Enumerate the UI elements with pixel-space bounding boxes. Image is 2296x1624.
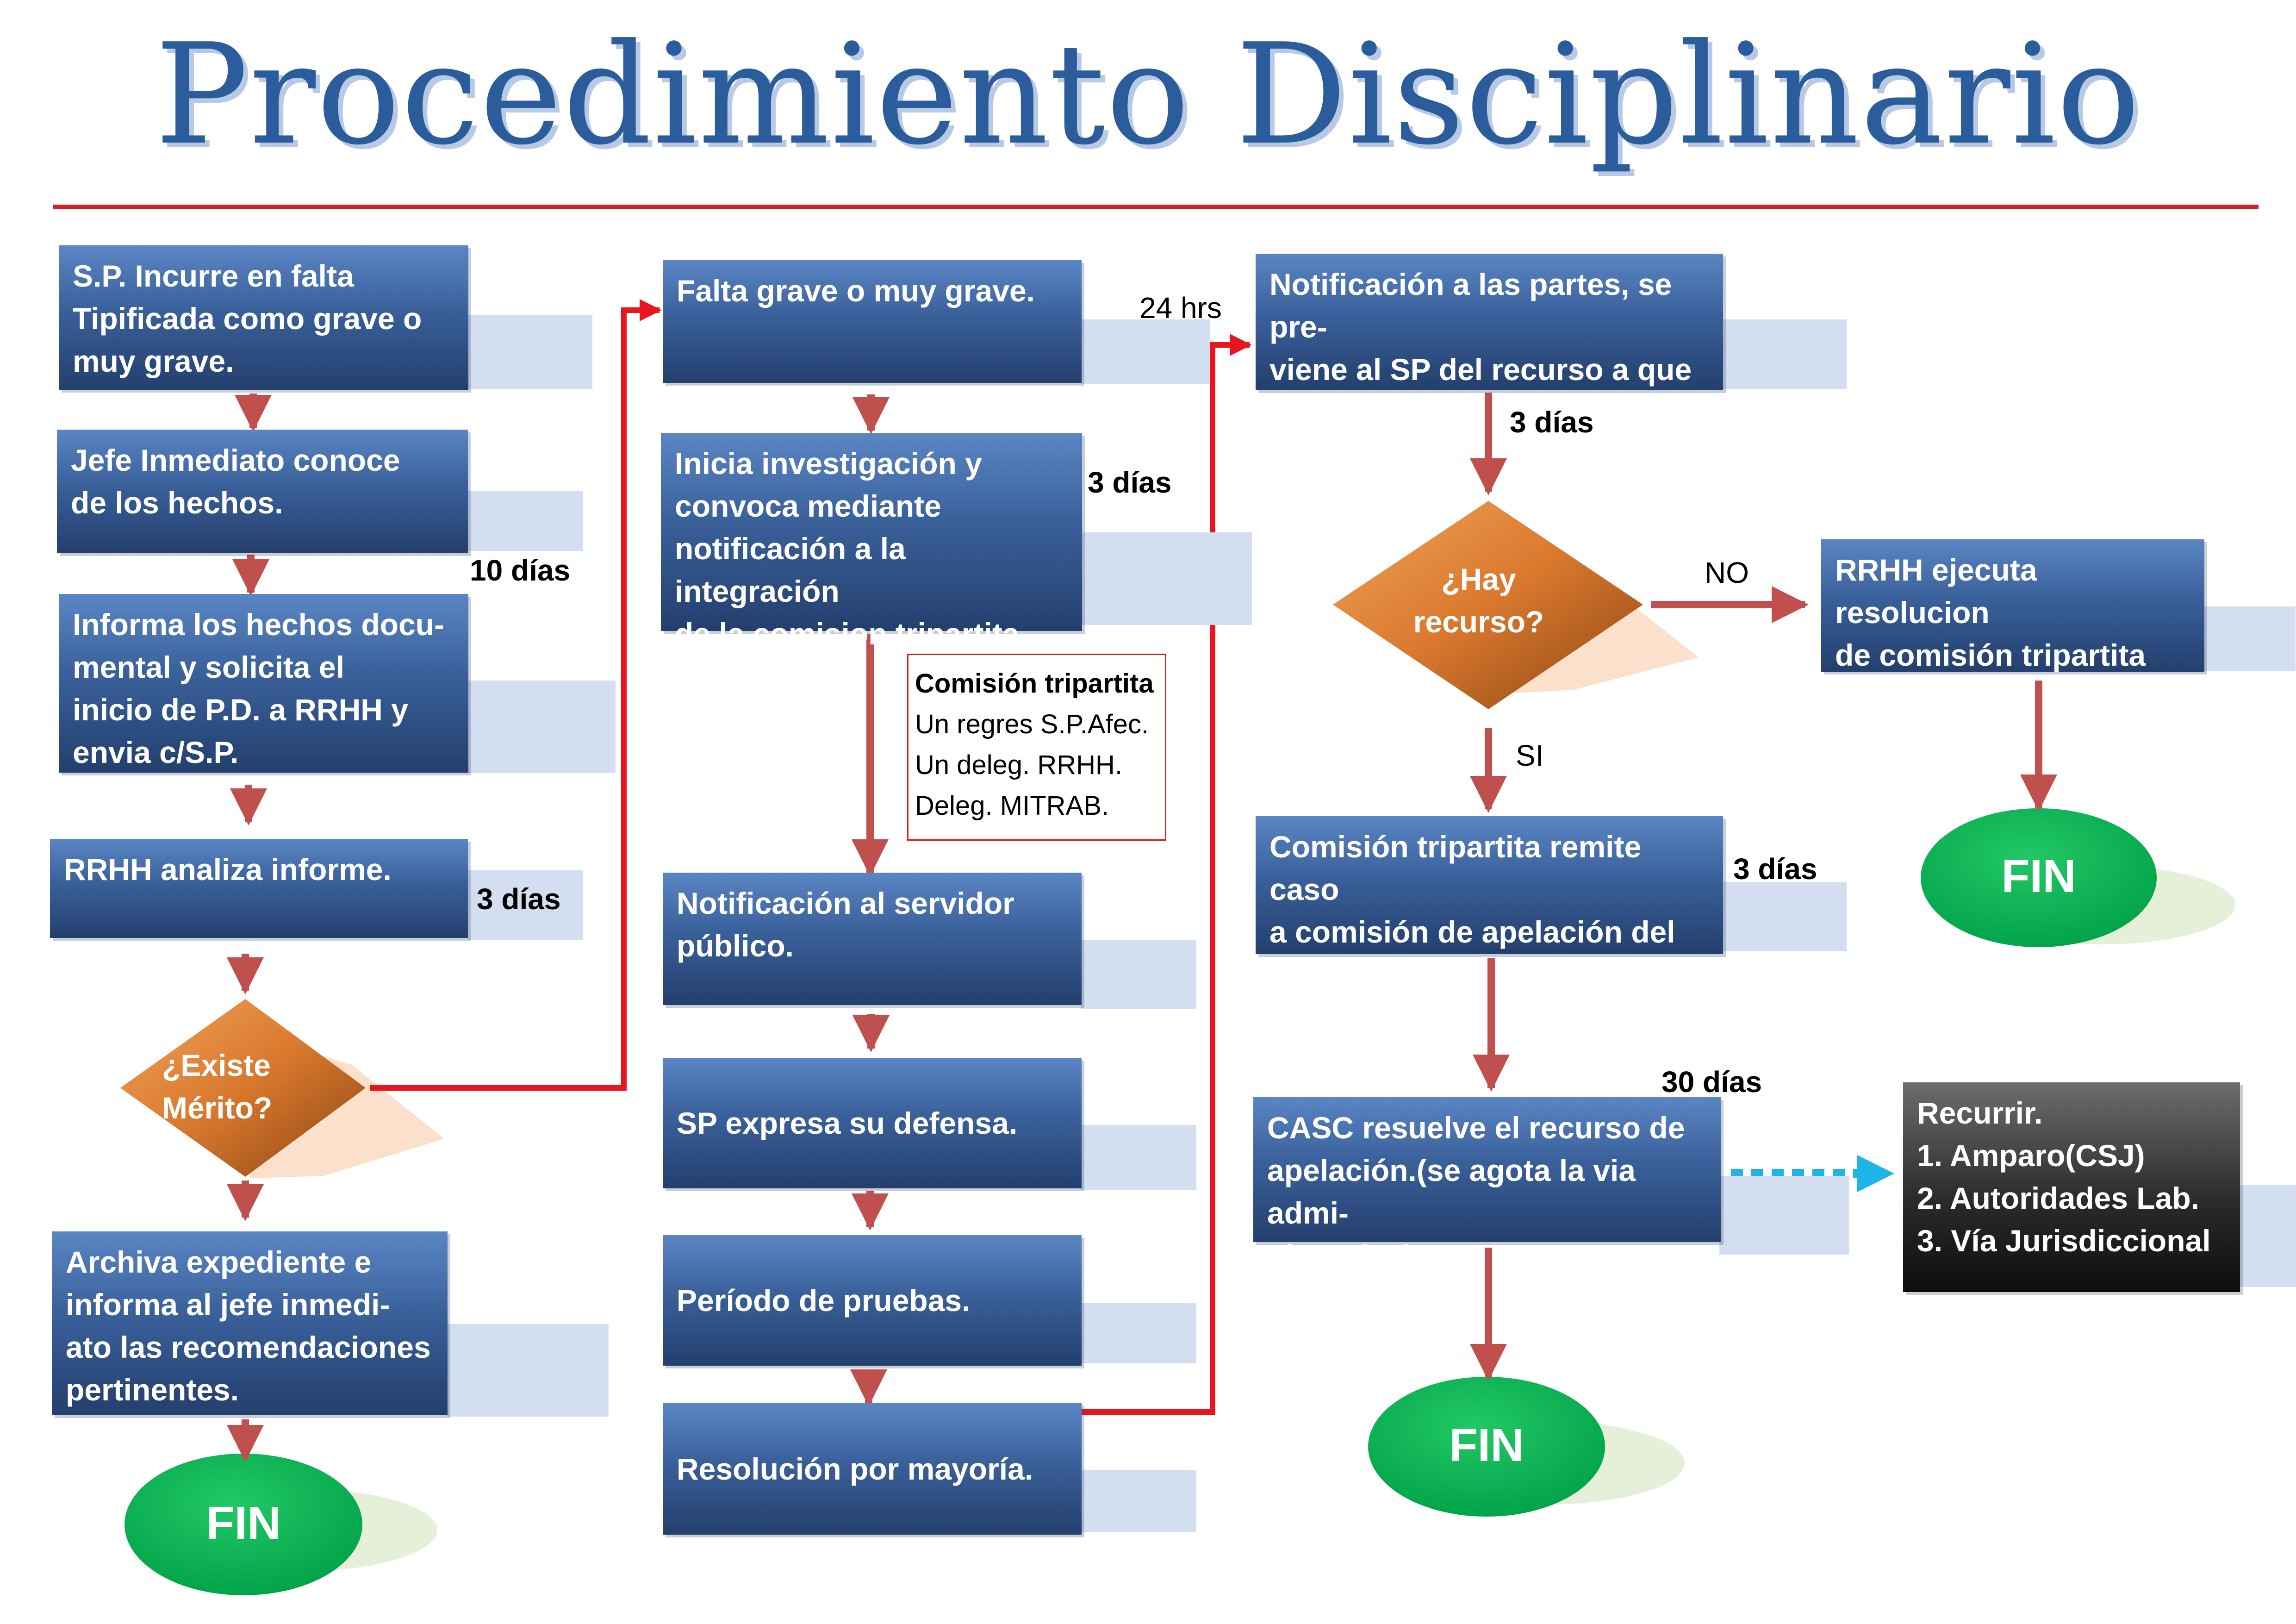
title-underline [53, 205, 2259, 209]
box-shadow [1081, 940, 1196, 1009]
label-3-dias-remite: 3 días [1733, 852, 1817, 886]
casc-resuelve-box: CASC resuelve el recurso de apelación.(s… [1253, 1097, 1721, 1273]
notificacion-partes-box: Notificación a las partes, se pre- viene… [1256, 254, 1723, 429]
rrhh-analiza-box: RRHH analiza informe. [50, 839, 468, 938]
fin-ellipse-2 [1368, 1377, 1605, 1517]
box-shadow [1081, 532, 1252, 625]
box-shadow [1081, 1470, 1196, 1532]
fin-text-1: FIN [206, 1497, 281, 1549]
comision-tripartita-note: Comisión tripartita Un regres S.P.Afec. … [907, 654, 1166, 841]
inicia-investigacion-box: Inicia investigación y convoca mediante … [661, 433, 1082, 651]
box-shadow [447, 1324, 609, 1417]
label-30-dias: 30 días [1661, 1065, 1762, 1099]
label-10-dias: 10 días [470, 554, 571, 587]
existe-merito-label: ¿Existe Mérito? [162, 1048, 273, 1125]
recurrir-box: Recurrir. 1. Amparo(CSJ) 2. Autoridades … [1903, 1082, 2240, 1292]
comision-item: Deleg. MITRAB. [915, 791, 1109, 821]
page-title: Procedimiento Disciplinario [155, 14, 2141, 175]
comision-title: Comisión tripartita [915, 668, 1154, 699]
box-shadow [467, 491, 583, 551]
box-shadow [1719, 1176, 1849, 1255]
comision-item: Un deleg. RRHH. [915, 750, 1123, 780]
label-24-hrs: 24 hrs [1139, 291, 1222, 325]
fin-ellipse-3 [1921, 808, 2157, 947]
label-no: NO [1705, 556, 1749, 589]
periodo-pruebas-box: Período de pruebas. [663, 1235, 1082, 1366]
fin-ellipse-1 [124, 1454, 362, 1595]
resolucion-mayoria-box: Resolución por mayoría. [663, 1403, 1082, 1535]
connector-resolucion-to-notificacion [1081, 334, 1252, 1415]
box-shadow [1081, 1125, 1196, 1190]
sp-defensa-box: SP expresa su defensa. [663, 1058, 1082, 1188]
notificacion-servidor-box: Notificación al servidor público. [663, 873, 1082, 1005]
falta-grave-box: Falta grave o muy grave. [663, 260, 1082, 383]
box-shadow [1081, 319, 1210, 384]
box-shadow [467, 870, 583, 940]
box-shadow [1722, 882, 1847, 951]
label-3-dias-rrhh: 3 días [477, 882, 561, 916]
hay-recurso-label: ¿Hay recurso? [1413, 562, 1544, 639]
informa-hechos-box: Informa los hechos docu- mental y solici… [59, 594, 468, 773]
existe-merito-diamond [120, 999, 366, 1177]
box-shadow [2235, 1185, 2296, 1287]
hay-recurso-diamond [1333, 501, 1643, 709]
label-si: SI [1516, 739, 1544, 772]
box-shadow [1081, 1303, 1196, 1363]
fin-text-3: FIN [2001, 850, 2076, 902]
archiva-expediente-box: Archiva expediente e informa al jefe inm… [52, 1231, 448, 1415]
box-shadow [467, 681, 616, 773]
rrhh-ejecuta-box: RRHH ejecuta resolucion de comisión trip… [1821, 539, 2204, 672]
fin-text-2: FIN [1449, 1419, 1524, 1471]
box-shadow [467, 315, 592, 389]
incurre-falta-box: S.P. Incurre en falta Tipificada como gr… [59, 245, 468, 390]
box-shadow [1722, 319, 1847, 389]
comision-remite-box: Comisión tripartita remite caso a comisi… [1256, 816, 1723, 992]
label-3-dias-notificacion: 3 días [1510, 406, 1594, 439]
box-shadow [2203, 606, 2296, 671]
jefe-inmediato-box: Jefe Inmediato conoce de los hechos. [57, 430, 468, 553]
comision-item: Un regres S.P.Afec. [915, 709, 1149, 739]
label-3-dias-investigacion: 3 días [1088, 466, 1172, 499]
connector-merito-to-falta-grave [370, 299, 662, 1091]
